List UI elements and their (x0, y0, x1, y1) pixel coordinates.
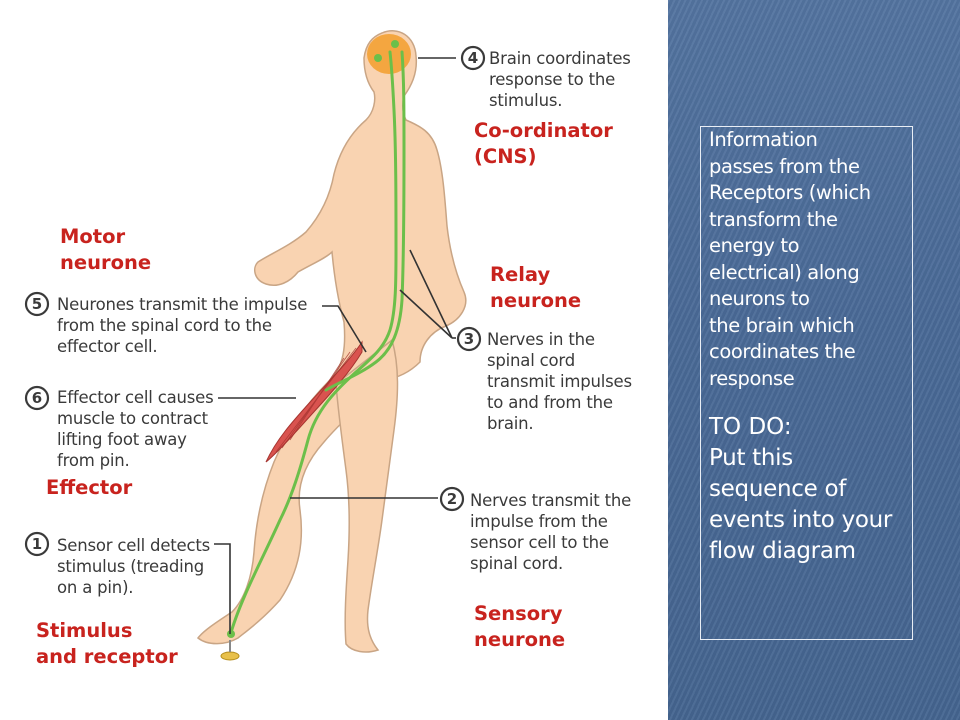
step-number-1: 1 (24, 531, 50, 557)
label-stimulus-receptor: Stimulus and receptor (36, 619, 178, 668)
svg-text:6: 6 (32, 389, 42, 407)
svg-text:1: 1 (32, 535, 42, 553)
svg-text:2: 2 (447, 490, 457, 508)
motor-nerve (324, 50, 406, 392)
back-leg (335, 338, 399, 653)
label-sensory-neurone: Sensory neurone (474, 602, 566, 651)
step-number-3: 3 (456, 326, 482, 352)
step-5-text: Neurones transmit the impulse from the s… (57, 295, 308, 356)
step-number-5: 5 (24, 291, 50, 317)
pointer-3a (409, 249, 453, 339)
todo-body: Put this sequence of events into your fl… (709, 445, 893, 564)
label-motor-neurone: Motor neurone (60, 225, 152, 274)
pointer-5 (322, 305, 367, 353)
human-body (196, 30, 467, 645)
svg-text:5: 5 (32, 295, 42, 313)
step-3-text: Nerves in the spinal cord transmit impul… (487, 330, 632, 433)
info-paragraph: Information passes from the Receptors (w… (709, 128, 871, 390)
step-6-text: Effector cell causes muscle to contract … (57, 388, 214, 470)
pin-icon (220, 640, 240, 661)
step-number-6: 6 (24, 385, 50, 411)
svg-text:3: 3 (464, 330, 474, 348)
step-number-2: 2 (439, 486, 465, 512)
slide-side-panel (668, 0, 960, 720)
pointer-3b (399, 289, 453, 339)
step-4-text: Brain coordinates response to the stimul… (489, 49, 631, 110)
step-2-text: Nerves transmit the impulse from the sen… (470, 491, 632, 573)
sensory-nerve (228, 50, 398, 638)
label-coordinator: Co-ordinator (CNS) (474, 119, 613, 168)
svg-text:4: 4 (468, 49, 478, 67)
label-effector: Effector (46, 476, 133, 499)
todo-title: TO DO: (709, 414, 792, 440)
info-text-box: Information passes from the Receptors (w… (700, 126, 913, 640)
step-number-4: 4 (460, 45, 486, 71)
label-relay-neurone: Relay neurone (490, 263, 582, 312)
step-1-text: Sensor cell detects stimulus (treading o… (57, 536, 211, 597)
pointer-1 (214, 543, 231, 634)
